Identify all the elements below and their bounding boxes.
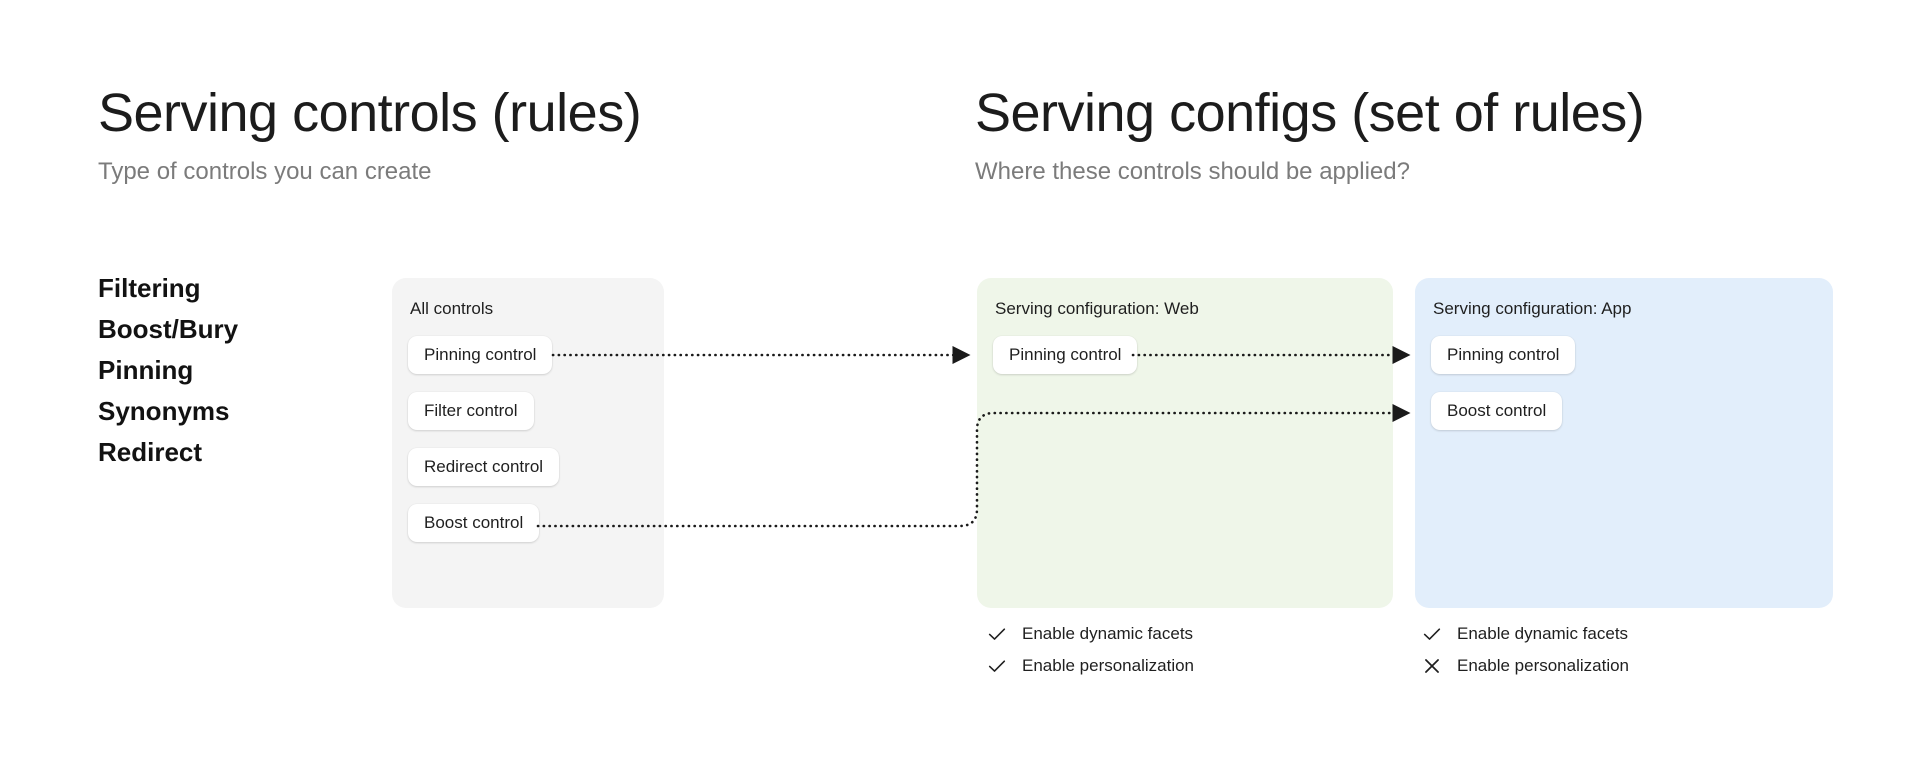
- flag-label: Enable dynamic facets: [1022, 624, 1194, 643]
- serving-config-app-card: Serving configuration: App Pinning contr…: [1415, 278, 1833, 608]
- flag-label: Enable personalization: [1457, 656, 1630, 675]
- control-type-item: Filtering: [98, 273, 201, 303]
- chip-pinning-control[interactable]: Pinning control: [1431, 336, 1576, 374]
- flag-label: Enable personalization: [1022, 656, 1195, 675]
- check-icon: [988, 628, 1006, 640]
- flag-row-personalization: Enable personalization: [1421, 655, 1629, 677]
- left-column-title: Serving controls (rules): [98, 83, 642, 143]
- control-type-item: Boost/Bury: [98, 314, 239, 344]
- control-type-item: Redirect: [98, 437, 203, 467]
- chip-boost-control[interactable]: Boost control: [408, 504, 540, 542]
- flag-label: Enable dynamic facets: [1457, 624, 1629, 643]
- left-column-subtitle: Type of controls you can create: [98, 157, 432, 185]
- check-icon: [1423, 628, 1441, 640]
- serving-config-web-flags: Enable dynamic facets Enable personaliza…: [986, 623, 1194, 677]
- control-type-item: Synonyms: [98, 396, 230, 426]
- flag-row-personalization: Enable personalization: [986, 655, 1194, 677]
- check-icon: [988, 660, 1006, 672]
- control-type-item: Pinning: [98, 355, 194, 385]
- right-column-subtitle: Where these controls should be applied?: [975, 157, 1410, 185]
- flag-row-dynamic-facets: Enable dynamic facets: [986, 623, 1194, 645]
- right-column-title: Serving configs (set of rules): [975, 83, 1645, 143]
- chip-filter-control[interactable]: Filter control: [408, 392, 534, 430]
- serving-config-app-title: Serving configuration: App: [1433, 299, 1632, 318]
- left-column-header: Serving controls (rules) Type of control…: [98, 83, 642, 186]
- all-controls-card: All controls Pinning control Filter cont…: [392, 278, 664, 608]
- chip-pinning-control[interactable]: Pinning control: [993, 336, 1138, 374]
- all-controls-card-title: All controls: [410, 299, 494, 318]
- chip-boost-control[interactable]: Boost control: [1431, 392, 1563, 430]
- serving-config-app-flags: Enable dynamic facets Enable personaliza…: [1421, 623, 1629, 677]
- chip-redirect-control[interactable]: Redirect control: [408, 448, 560, 486]
- close-icon: [1425, 659, 1439, 673]
- chip-pinning-control[interactable]: Pinning control: [408, 336, 553, 374]
- right-column-header: Serving configs (set of rules) Where the…: [975, 83, 1645, 186]
- flag-row-dynamic-facets: Enable dynamic facets: [1421, 623, 1629, 645]
- serving-config-web-title: Serving configuration: Web: [995, 299, 1199, 318]
- serving-config-web-card: Serving configuration: Web Pinning contr…: [977, 278, 1393, 608]
- control-type-list: Filtering Boost/Bury Pinning Synonyms Re…: [98, 268, 238, 473]
